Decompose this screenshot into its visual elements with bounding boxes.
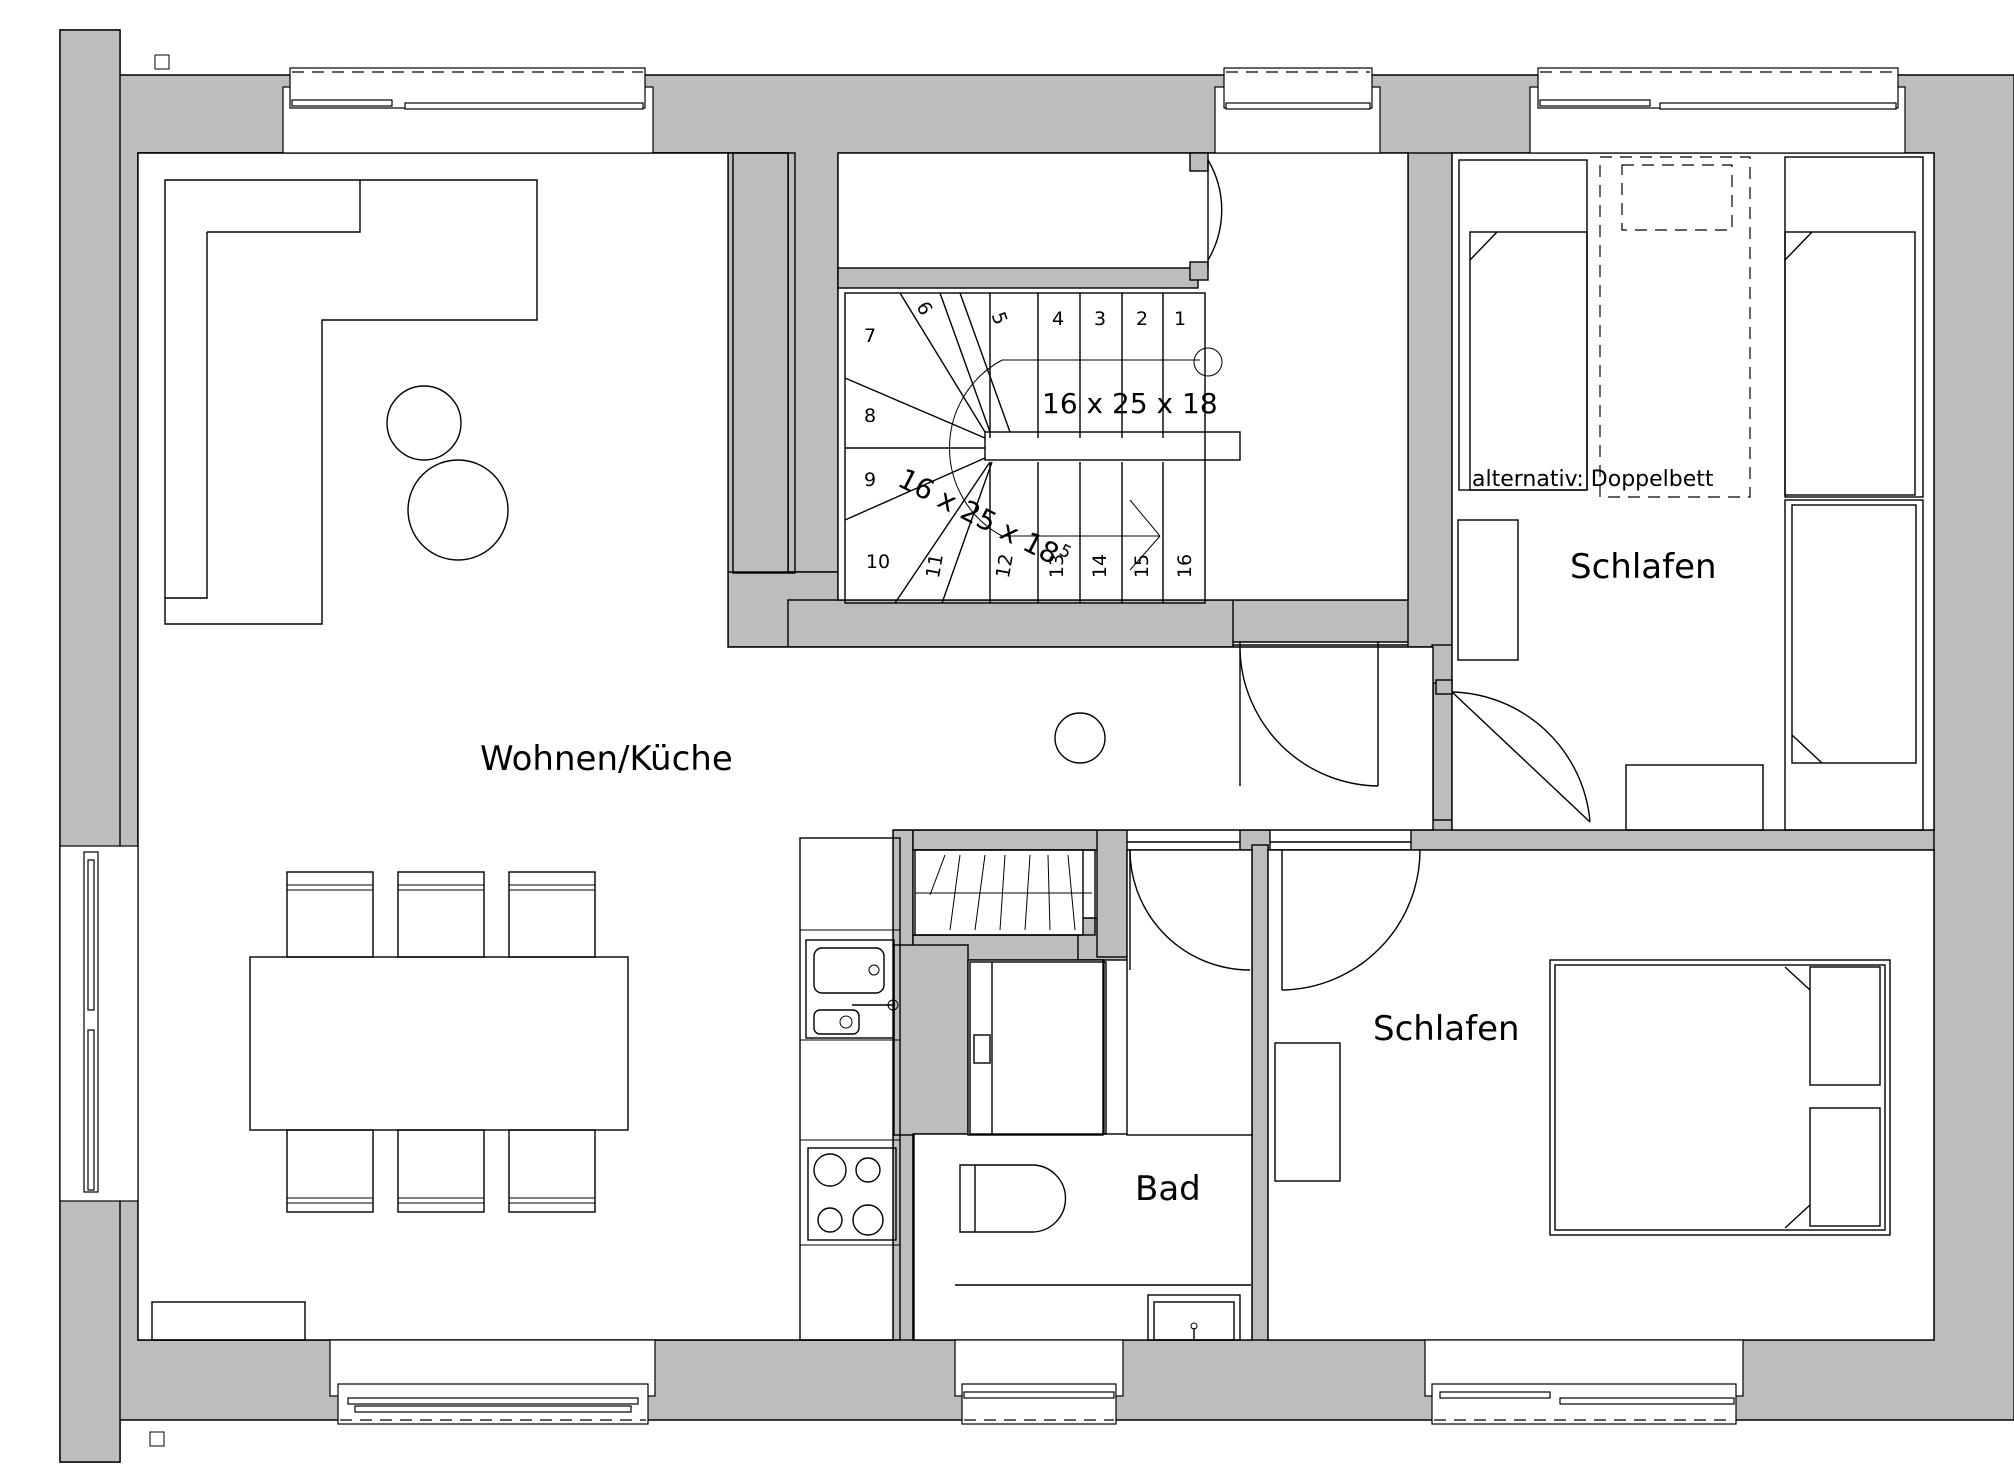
- corner-marker-top: [154, 54, 170, 70]
- door-stair-hall: [1239, 642, 1379, 787]
- step-14: 14: [1089, 554, 1111, 578]
- nightstand: [1625, 764, 1764, 831]
- step-12: 12: [992, 552, 1018, 580]
- corner-marker-bottom: [149, 1431, 165, 1447]
- window-top-left: [282, 67, 654, 154]
- chair: [397, 871, 485, 958]
- window-bottom-right: [1424, 1339, 1744, 1425]
- window-left: [59, 845, 139, 1202]
- room-label-bedroom-bottom: Schlafen: [1373, 1009, 1520, 1049]
- wardrobe-right: [1784, 499, 1924, 831]
- stair-hall-door: [837, 152, 1223, 289]
- room-label-bedroom-top: Schlafen: [1570, 547, 1717, 587]
- chair: [286, 871, 374, 958]
- step-4: 4: [1052, 308, 1064, 330]
- stair-step-numbers: 1 2 3 4 5 6 7 8 9 10 11 12 13 14 15 16: [864, 298, 1196, 580]
- step-1: 1: [1174, 308, 1186, 330]
- sideboard: [732, 152, 796, 574]
- chair: [508, 871, 596, 958]
- step-15: 15: [1131, 554, 1153, 578]
- cooktop-icon: [807, 1147, 897, 1241]
- chair: [508, 1129, 596, 1213]
- low-cabinet: [151, 1301, 306, 1341]
- double-bed: [1549, 959, 1891, 1236]
- door-bedroom-bottom: [1281, 849, 1421, 991]
- step-9: 9: [864, 469, 876, 491]
- window-top-right: [1529, 67, 1906, 154]
- alternative-bed-label: alternativ: Doppelbett: [1472, 467, 1714, 492]
- washbasin-icon: [1147, 1294, 1241, 1341]
- step-8: 8: [864, 405, 876, 427]
- closet-door: [914, 849, 1096, 936]
- step-7: 7: [864, 325, 876, 347]
- l-shaped-sofa: [164, 179, 538, 625]
- sink-icon: [805, 939, 899, 1039]
- column-icon: [1054, 712, 1106, 764]
- step-13: 13: [1046, 554, 1068, 578]
- chair: [286, 1129, 374, 1213]
- dining-chairs: [286, 871, 596, 1213]
- single-bed-right: [1784, 156, 1924, 498]
- door-bath: [1129, 849, 1251, 971]
- room-label-bath: Bad: [1135, 1169, 1201, 1209]
- double-bed-alternative: [1599, 156, 1751, 498]
- window-bottom-bath: [954, 1339, 1124, 1425]
- round-table-small: [386, 385, 462, 461]
- shower: [969, 961, 1107, 1135]
- chair: [397, 1129, 485, 1213]
- window-top-stair: [1214, 67, 1381, 154]
- round-table-large: [407, 459, 509, 561]
- interior-walls: [727, 152, 1935, 1341]
- step-10: 10: [866, 551, 890, 573]
- stair-straight-dimension: 16 x 25 x 18: [1042, 387, 1218, 420]
- dresser: [1274, 1042, 1341, 1182]
- single-bed-left: [1458, 159, 1588, 491]
- door-bedroom-top: [1435, 679, 1591, 823]
- step-3: 3: [1094, 308, 1106, 330]
- window-bottom-left: [329, 1339, 656, 1425]
- step-16: 16: [1174, 554, 1196, 578]
- kitchen-counter: [799, 837, 901, 1341]
- desk: [1457, 519, 1519, 661]
- step-2: 2: [1136, 308, 1148, 330]
- step-11: 11: [922, 552, 948, 580]
- room-label-living: Wohnen/Küche: [480, 739, 733, 779]
- staircase: [844, 292, 1241, 604]
- toilet-icon: [959, 1164, 1067, 1233]
